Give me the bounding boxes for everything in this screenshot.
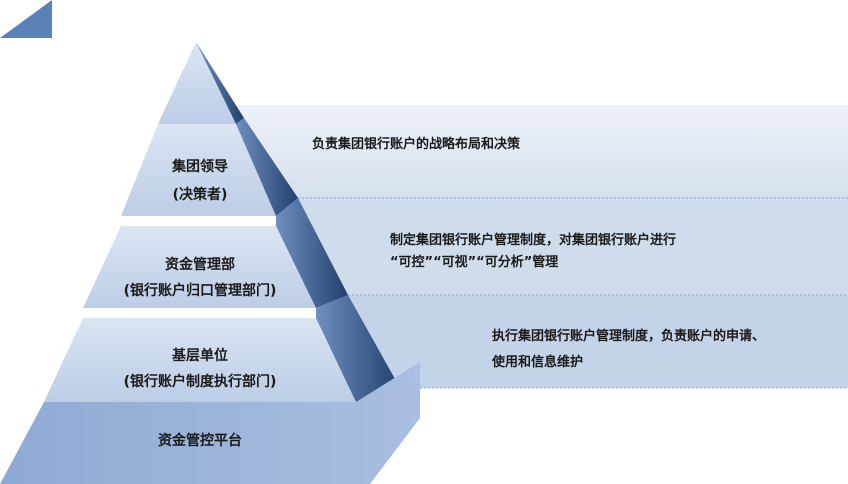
tier-1-subtitle: (决策者): [172, 187, 228, 203]
description-1-line-1: 负责集团银行账户的战略布局和决策: [312, 137, 521, 152]
tier-2-side: [276, 198, 348, 308]
tier-3-subtitle: (银行账户制度执行部门): [123, 374, 277, 390]
pyramid-apex: [158, 42, 236, 124]
description-2-line-1: 制定集团银行账户管理制度，对集团银行账户进行: [390, 233, 677, 248]
tier-3-title: 基层单位: [172, 348, 228, 364]
tier-1-title: 集团领导: [172, 159, 228, 175]
pyramid-apex-side: [196, 42, 244, 124]
tier-3-side: [316, 295, 400, 402]
tier-1-face: [121, 124, 276, 216]
base-label: 资金管控平台: [158, 433, 242, 449]
tier-2-face: [83, 226, 316, 308]
corner-accent: [0, 0, 52, 38]
base-platform: [0, 362, 420, 484]
description-1: 负责集团银行账户的战略布局和决策: [312, 134, 520, 156]
description-3-line-1: 执行集团银行账户管理制度，负责账户的申请、: [492, 329, 766, 344]
tier-1-side: [236, 118, 298, 216]
description-2-line-2: “可控”“可视”“可分析”管理: [390, 255, 559, 270]
tier-2-subtitle: (银行账户归口管理部门): [123, 283, 277, 299]
description-2: 制定集团银行账户管理制度，对集团银行账户进行 “可控”“可视”“可分析”管理: [390, 230, 676, 274]
band-2: [280, 198, 848, 295]
tier-2-title: 资金管理部: [165, 257, 235, 273]
band-1: [232, 105, 848, 198]
tier-3-face: [44, 318, 356, 402]
description-3-line-2: 使用和信息维护: [492, 355, 584, 370]
description-3: 执行集团银行账户管理制度，负责账户的申请、 使用和信息维护: [492, 326, 765, 374]
